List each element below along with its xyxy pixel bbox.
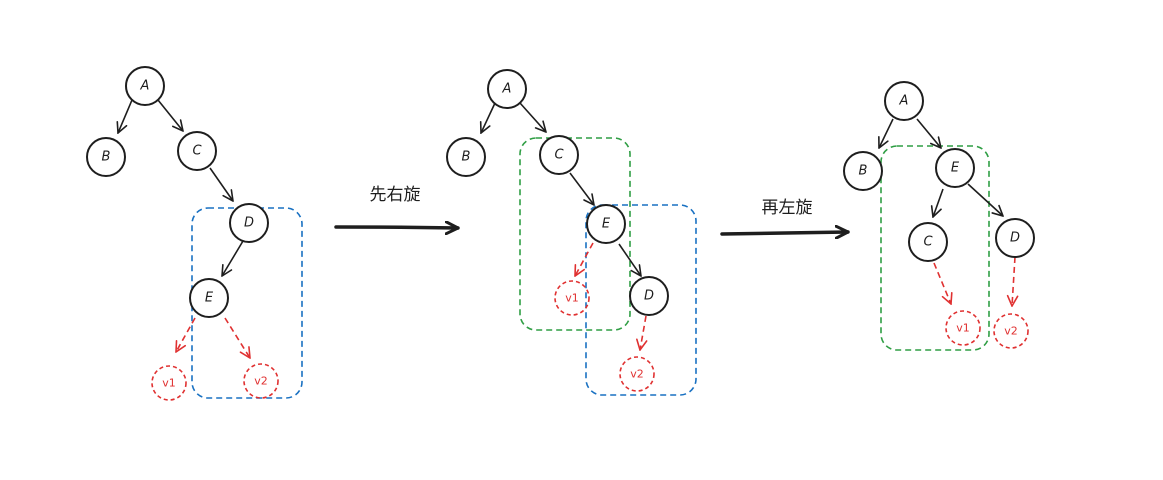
tree-original: A B C D E v1 v2 — [86, 66, 303, 401]
node-b: B — [843, 151, 883, 191]
svg-text:A: A — [899, 94, 909, 109]
edge-e-v1 — [176, 317, 196, 352]
node-b: B — [446, 137, 486, 177]
svg-text:D: D — [644, 289, 654, 304]
edge-c-e — [569, 172, 594, 205]
edge-c-v1 — [933, 262, 951, 304]
svg-text:C: C — [923, 235, 933, 250]
tree-after-left-rotation: A B E C D v1 v2 — [843, 81, 1035, 351]
edge-e-v2 — [224, 317, 250, 358]
svg-text:D: D — [244, 216, 254, 231]
placeholder-v2: v2 — [993, 313, 1029, 349]
edge-e-c — [933, 188, 944, 217]
svg-text:v1: v1 — [565, 292, 579, 305]
edge-a-b — [879, 118, 894, 148]
step-label-right-rotate: 先右旋 — [370, 185, 421, 205]
step-label-left-rotate: 再左旋 — [762, 198, 813, 218]
highlight-box-blue — [585, 204, 697, 396]
svg-text:E: E — [205, 291, 214, 306]
node-d: D — [629, 276, 669, 316]
svg-text:E: E — [951, 161, 960, 176]
edge-a-e — [916, 118, 941, 148]
placeholder-v1: v1 — [554, 280, 590, 316]
edge-c-d — [209, 167, 233, 201]
placeholder-v1: v1 — [945, 310, 981, 346]
edge-a-c — [157, 99, 183, 131]
node-e: E — [935, 148, 975, 188]
placeholder-v2: v2 — [619, 356, 655, 392]
edge-e-d — [618, 243, 641, 276]
svg-text:B: B — [462, 150, 471, 165]
edge-d-v2 — [1012, 256, 1015, 306]
svg-text:B: B — [102, 150, 111, 165]
svg-text:A: A — [502, 82, 512, 97]
tree-after-right-rotation: A B C E D v1 v2 — [446, 69, 697, 396]
highlight-box-green — [880, 145, 990, 351]
edge-a-b — [118, 99, 133, 133]
node-c: C — [177, 131, 217, 171]
edge-a-c — [519, 102, 546, 132]
edge-a-b — [481, 102, 496, 133]
node-c: C — [908, 222, 948, 262]
svg-text:A: A — [140, 79, 150, 94]
step-arrow-left-rotate: 再左旋 — [720, 198, 850, 234]
svg-text:B: B — [859, 164, 868, 179]
edge-e-d — [967, 183, 1003, 216]
highlight-box-green — [519, 137, 631, 331]
svg-text:v2: v2 — [254, 375, 268, 388]
svg-text:v2: v2 — [1004, 325, 1018, 338]
node-b: B — [86, 137, 126, 177]
edge-e-v1 — [575, 242, 594, 276]
node-a: A — [884, 81, 924, 121]
svg-text:C: C — [554, 148, 564, 163]
node-c: C — [539, 135, 579, 175]
placeholder-v1: v1 — [151, 365, 187, 401]
node-e: E — [586, 204, 626, 244]
svg-text:v2: v2 — [630, 368, 644, 381]
svg-text:v1: v1 — [956, 322, 970, 335]
svg-text:D: D — [1010, 231, 1020, 246]
svg-text:C: C — [192, 144, 202, 159]
node-d: D — [229, 203, 269, 243]
svg-text:v1: v1 — [162, 377, 176, 390]
edge-d-e — [222, 240, 244, 276]
step-arrow-right-rotate: 先右旋 — [334, 185, 460, 228]
node-a: A — [487, 69, 527, 109]
node-e: E — [189, 278, 229, 318]
placeholder-v2: v2 — [243, 363, 279, 399]
highlight-box-blue — [191, 207, 303, 399]
node-d: D — [995, 218, 1035, 258]
edge-d-v2 — [640, 315, 646, 350]
svg-text:E: E — [602, 217, 611, 232]
node-a: A — [125, 66, 165, 106]
